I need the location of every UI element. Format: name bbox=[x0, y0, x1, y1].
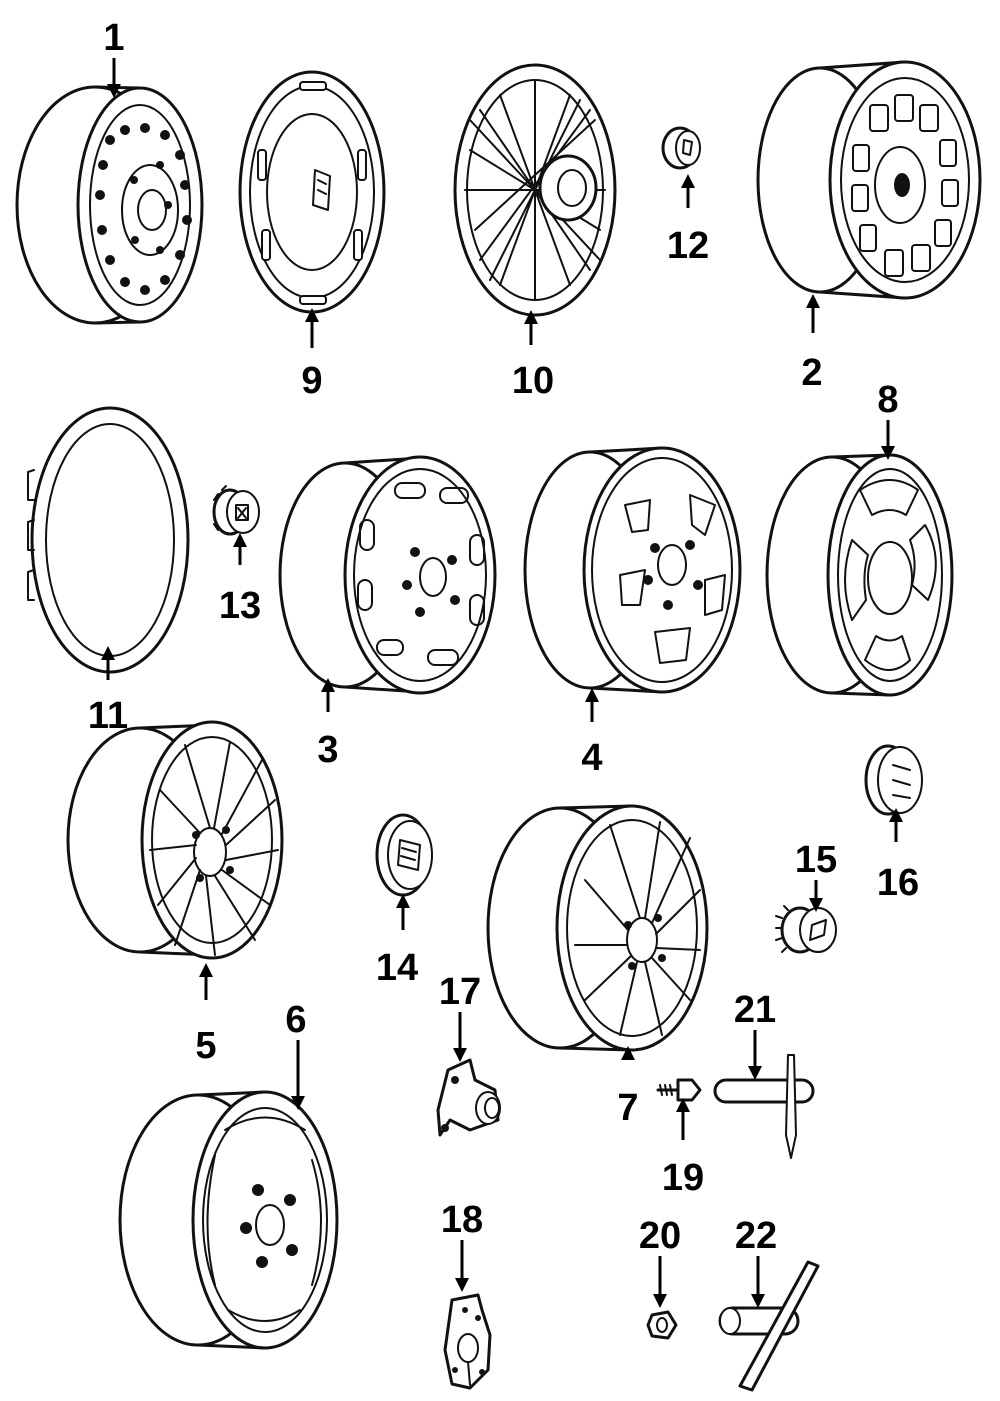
part-3-alloy-wheel bbox=[278, 455, 497, 695]
callout-16: 16 bbox=[877, 862, 919, 904]
part-7-alloy-wheel bbox=[486, 804, 709, 1052]
part-14-center-cap bbox=[375, 813, 433, 897]
part-11-trim-ring bbox=[27, 406, 190, 674]
callout-13: 13 bbox=[219, 585, 261, 627]
part-21-wheel-tool bbox=[713, 1054, 815, 1159]
part-19-lug-bolt bbox=[656, 1078, 702, 1102]
part-4-alloy-wheel bbox=[523, 446, 742, 694]
part-2-alloy-wheel bbox=[756, 60, 982, 300]
callout-20: 20 bbox=[639, 1215, 681, 1257]
part-15-center-cap bbox=[775, 905, 837, 954]
callout-5: 5 bbox=[195, 1025, 216, 1067]
callout-15: 15 bbox=[795, 839, 837, 881]
leader-arrows bbox=[101, 58, 903, 1308]
part-5-alloy-wheel bbox=[66, 720, 284, 960]
part-22-lug-wrench bbox=[718, 1260, 820, 1392]
callout-3: 3 bbox=[317, 729, 338, 771]
callout-2: 2 bbox=[801, 352, 822, 394]
callout-labels: 1 9 10 12 2 8 11 13 3 4 16 15 14 5 6 17 … bbox=[88, 17, 919, 1257]
part-20-lug-nut bbox=[646, 1310, 678, 1340]
callout-11: 11 bbox=[88, 695, 128, 737]
part-18-mounting-plate bbox=[443, 1293, 492, 1390]
callout-9: 9 bbox=[301, 360, 322, 402]
callout-12: 12 bbox=[667, 225, 709, 267]
part-1-steel-wheel bbox=[15, 85, 204, 325]
callout-18: 18 bbox=[441, 1199, 483, 1241]
part-13-center-cap bbox=[212, 485, 260, 536]
part-16-center-cap bbox=[864, 744, 923, 816]
callout-7: 7 bbox=[617, 1087, 638, 1129]
part-10-wire-wheel-cover bbox=[453, 63, 617, 317]
part-8-alloy-wheel bbox=[765, 453, 954, 697]
callout-19: 19 bbox=[662, 1157, 704, 1199]
part-9-hubcap bbox=[238, 70, 386, 314]
callout-17: 17 bbox=[439, 971, 481, 1013]
callout-1: 1 bbox=[103, 17, 124, 59]
callout-4: 4 bbox=[581, 737, 602, 779]
part-17-bracket bbox=[436, 1058, 501, 1137]
callout-6: 6 bbox=[285, 999, 306, 1041]
callout-10: 10 bbox=[512, 360, 554, 402]
callout-22: 22 bbox=[735, 1215, 777, 1257]
part-12-center-cap bbox=[661, 126, 701, 170]
callout-21: 21 bbox=[734, 989, 776, 1031]
callout-8: 8 bbox=[877, 379, 898, 421]
callout-14: 14 bbox=[376, 947, 418, 989]
part-6-spare-wheel bbox=[118, 1090, 339, 1350]
